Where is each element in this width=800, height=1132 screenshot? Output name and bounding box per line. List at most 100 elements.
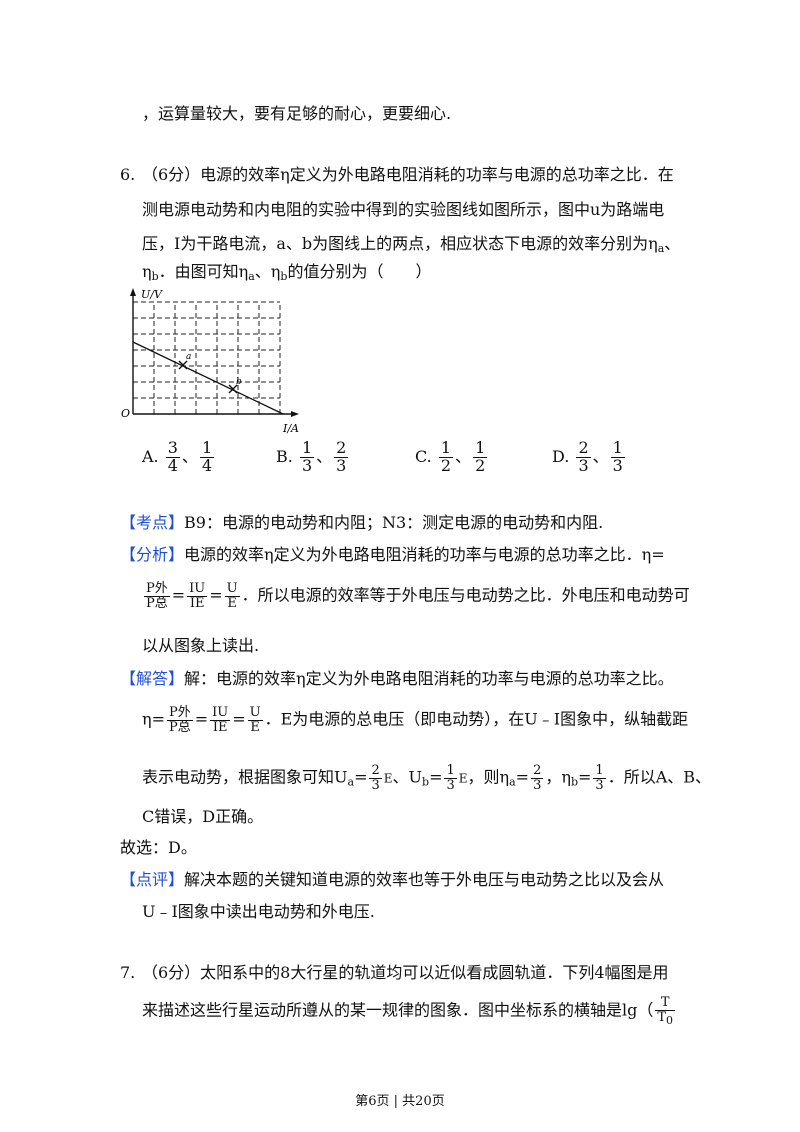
point-b-marker [228, 384, 238, 394]
jieda-l3-b: 、U [392, 767, 423, 787]
fenxi-line1: 【分析】电源的效率η定义为外电路电阻消耗的功率与电源的总功率之比．η= [120, 543, 665, 567]
q7-frac-d-text: T [657, 1009, 667, 1025]
option-a-f1n: 3 [165, 438, 180, 458]
jieda-iu: IU [210, 705, 231, 721]
x-axis-arrow [291, 411, 299, 417]
jieda-sub-a: a [347, 775, 355, 789]
jieda-p-zong: P总 [169, 719, 191, 735]
option-b-label: B. [276, 446, 293, 466]
option-b-sep: 、 [316, 446, 333, 466]
option-d-f2n: 1 [610, 438, 625, 458]
jieda-e: E [250, 719, 260, 735]
option-b-f1d: 3 [301, 455, 313, 475]
jieda-tag: 【解答】 [120, 669, 185, 688]
dianping-tag: 【点评】 [120, 870, 185, 889]
fenxi-text2: ．所以电源的效率等于外电压与电动势之比．外电压和电动势可 [241, 585, 690, 605]
y-axis-arrow [130, 288, 136, 296]
point-a-label: a [186, 352, 191, 362]
jieda-eta-a-n: 2 [531, 763, 544, 779]
q6-line4-sub3: b [280, 270, 288, 283]
jieda-l3-c: ，则η [467, 767, 510, 787]
dianping-line2: U﹣I图象中读出电动势和外电压. [142, 902, 375, 921]
jieda-eq4: = [578, 767, 592, 787]
q6-line4-a: η [142, 262, 152, 281]
jieda-l3-d: ，η [545, 767, 571, 787]
q6-line4-d: 的值分别为（ ） [287, 262, 432, 281]
jieda-line1: 【解答】解：电源的效率η定义为外电路电阻消耗的功率与电源的总功率之比。 [120, 667, 674, 691]
origin-label: O [121, 407, 130, 420]
fenxi-line3: 以从图象上读出. [142, 636, 260, 655]
jieda-p-wai: P外 [167, 705, 193, 721]
q6-line3: 压，I为干路电流，a、b为图线上的两点，相应状态下电源的效率分别为ηa、 [142, 232, 680, 261]
guxuan-line: 故选：D。 [120, 838, 197, 857]
dianping-line1: 【点评】解决本题的关键知道电源的效率也等于外电压与电动势之比以及会从 [120, 868, 664, 892]
q7-line1: （6分）太阳系中的8大行星的轨道均可以近似看成圆轨道．下列4幅图是用 [142, 963, 669, 982]
option-a-f2d: 4 [201, 455, 213, 475]
q6-line4: ηb．由图可知ηa、ηb的值分别为（ ） [142, 260, 431, 289]
jieda-text2: ．E为电源的总电压（即电动势），在U﹣I图象中，纵轴截距 [264, 709, 689, 729]
option-a-label: A. [142, 446, 159, 466]
option-a-f1d: 4 [167, 455, 178, 475]
q7-line2-text: 来描述这些行星运动所遵从的某一规律的图象．图中坐标系的横轴是lg（ [142, 1000, 654, 1020]
jieda-eta: η= [142, 709, 165, 729]
option-c-label: C. [415, 446, 432, 466]
kaodian-tag: 【考点】 [120, 513, 185, 532]
q6-line4-b: ．由图可知η [158, 262, 249, 281]
option-b-f2d: 3 [336, 455, 347, 475]
jieda-ub-n: 1 [444, 763, 457, 779]
option-b-f1n: 1 [299, 438, 315, 458]
q7-frac-d: T0 [655, 1009, 675, 1027]
q6-line3-text: 压，I为干路电流，a、b为图线上的两点，相应状态下电源的效率分别为η [142, 234, 658, 253]
option-d-f1d: 3 [578, 455, 589, 475]
option-b-f2n: 2 [334, 438, 349, 458]
fenxi-text1: 电源的效率η定义为外电路电阻消耗的功率与电源的总功率之比．η= [184, 545, 665, 564]
jieda-eq3: = [515, 767, 530, 787]
jieda-eq1: = [354, 767, 368, 787]
jieda-eta-a-d: 3 [533, 777, 542, 793]
option-a-sep: 、 [181, 446, 198, 466]
page-footer: 第6页 | 共20页 [355, 1094, 445, 1109]
ui-line [132, 341, 284, 415]
q7-frac-d-sub: 0 [666, 1013, 674, 1027]
jieda-text1: 解：电源的效率η定义为外电路电阻消耗的功率与电源的总功率之比。 [184, 669, 674, 688]
ui-graph: a b U/V I/A O [121, 288, 299, 435]
fenxi-tag: 【分析】 [120, 545, 185, 564]
jieda-e-letter2: E [458, 771, 468, 786]
jieda-line4: C错误，D正确。 [142, 807, 264, 826]
option-d-f2d: 3 [612, 455, 623, 475]
jieda-l3-e: ．所以A、B、 [607, 767, 712, 787]
option-d-label: D. [552, 446, 570, 466]
jieda-ie: IE [212, 719, 228, 735]
q6-line4-sub2: a [248, 270, 255, 283]
jieda-sub-eta-a: a [509, 775, 516, 789]
option-a-f2n: 1 [199, 438, 215, 458]
jieda-e-letter1: E [383, 771, 393, 786]
fenxi-ie: IE [189, 595, 205, 611]
option-c-f1n: 1 [438, 438, 454, 458]
jieda-eta-b-n: 1 [593, 763, 606, 779]
kaodian-line: 【考点】B9：电源的电动势和内阻；N3：测定电源的电动势和内阻. [120, 511, 603, 535]
intro-line: ，运算量较大，要有足够的耐心，更要细心. [142, 104, 452, 123]
y-axis-label: U/V [141, 288, 163, 301]
q7-frac-n: T [655, 996, 676, 1011]
q6-line4-c: 、η [254, 262, 281, 281]
q6-line3-end: 、 [664, 234, 681, 253]
